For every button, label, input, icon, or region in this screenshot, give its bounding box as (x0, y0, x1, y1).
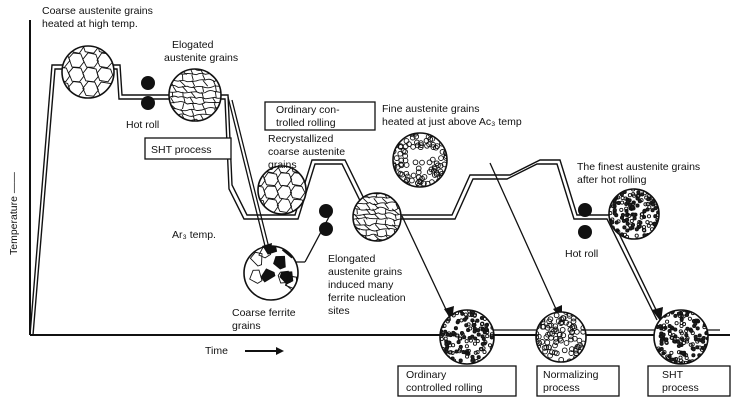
label-finest: The finest austenite grains after hot ro… (577, 161, 703, 186)
ordinary-rolling-result-micrograph (438, 308, 495, 365)
box-ordinary-controlled-top: Ordinary con-trolled rolling (265, 102, 375, 130)
svg-text:SHT process: SHT process (151, 144, 212, 156)
label-coarse-heated: Coarse austenite grains heated at high t… (42, 5, 156, 30)
temperature-axis-label: Temperature —— (8, 172, 20, 255)
label-hot-roll-2: Hot roll (565, 248, 598, 260)
time-axis-label: Time (205, 345, 228, 357)
label-recrystallized: Recrystallized coarse austenite grains (268, 133, 348, 171)
label-elongated-top: Elogated austenite grains (164, 39, 238, 64)
normalizing-result-micrograph (534, 310, 588, 364)
hot-roll-3-rollers-icon (578, 203, 592, 239)
label-hot-roll-1: Hot roll (126, 119, 159, 131)
svg-text:Ordinary con-trolled rolling: Ordinary con-trolled rolling (276, 104, 340, 129)
fine-austenite-grain-micrograph (391, 131, 449, 189)
label-elongated-mid: Elongated austenite grains induced many … (328, 253, 409, 317)
label-fine-heated: Fine austenite grains heated at just abo… (382, 103, 522, 128)
finest-austenite-grain-micrograph (608, 188, 661, 240)
coarse-ferrite-grain-micrograph (238, 240, 301, 304)
label-ar3: Ar₃ temp. (172, 229, 216, 241)
hot-roll-2-rollers-icon (319, 204, 333, 236)
box-sht-process: SHT process (145, 138, 231, 159)
hot-roll-1-rollers-icon (141, 76, 155, 110)
elongated-austenite-grain-micrograph (169, 67, 224, 126)
time-arrow-icon (245, 347, 284, 355)
coarse-austenite-grain-micrograph (54, 38, 114, 98)
label-coarse-ferrite: Coarse ferrite grains (232, 307, 299, 332)
elongated-austenite-mid-micrograph (353, 192, 403, 246)
